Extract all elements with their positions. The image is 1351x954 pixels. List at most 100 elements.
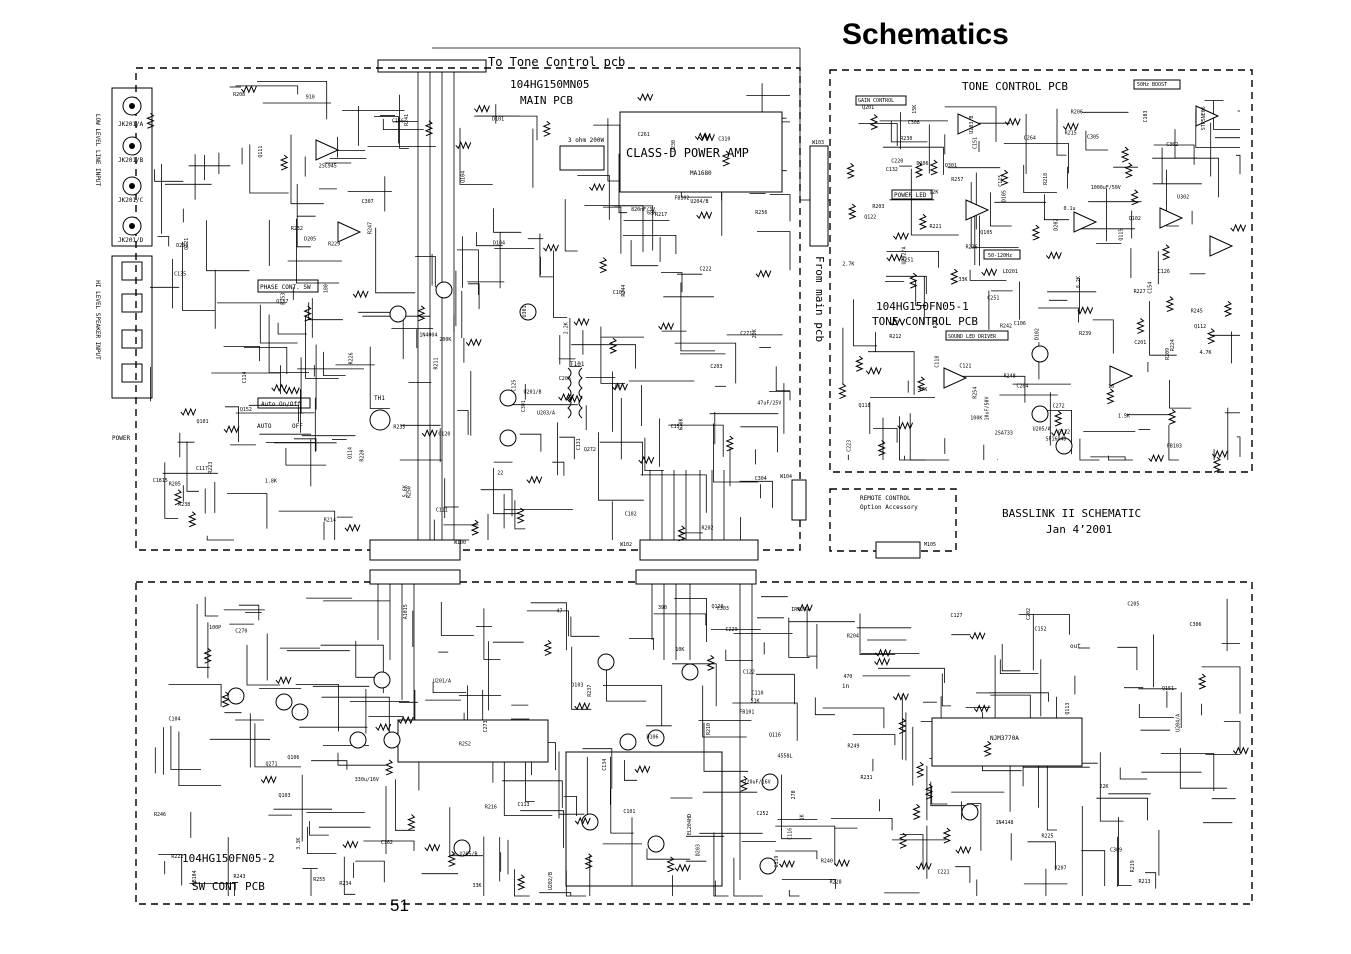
svg-text:0.1u: 0.1u [1064,206,1076,212]
amp-label: CLASS-D POWER AMP [626,146,749,160]
svg-text:R253: R253 [280,293,286,305]
svg-text:R209: R209 [1165,348,1171,360]
svg-text:C305: C305 [1087,135,1099,141]
svg-text:R225: R225 [1042,834,1054,840]
svg-text:Q111: Q111 [258,146,264,158]
svg-text:C102: C102 [625,511,637,517]
svg-text:R230: R230 [900,136,912,142]
svg-text:C204: C204 [1017,383,1029,389]
svg-text:R218: R218 [1043,173,1049,185]
svg-text:D206: D206 [917,161,929,167]
svg-text:R241: R241 [404,114,410,126]
svg-text:C103: C103 [1143,110,1149,122]
bottom-connector-right [639,539,759,561]
svg-text:C310: C310 [718,136,730,142]
svg-text:U201/A: U201/A [433,678,451,684]
svg-text:10uF/50V: 10uF/50V [984,396,990,420]
svg-text:R246: R246 [154,812,166,818]
amp-part: MA1680 [690,170,712,177]
freq-box [983,249,1021,260]
svg-text:33K: 33K [473,883,482,889]
svg-text:C308: C308 [908,120,920,126]
svg-text:C131: C131 [576,438,582,450]
svg-text:1000uF/50V: 1000uF/50V [1091,185,1121,191]
svg-text:R248: R248 [1004,374,1016,380]
svg-text:Q112: Q112 [1194,324,1206,330]
svg-text:390: 390 [658,605,667,611]
tone-board-id: 104HG150FN05-1 [876,300,969,313]
freq-label: 50-120Hz [988,253,1012,259]
svg-text:R257: R257 [951,177,963,183]
svg-text:U204/A: U204/A [1175,714,1181,732]
svg-text:C202: C202 [1026,608,1032,620]
svg-text:8.2K: 8.2K [1076,276,1082,288]
svg-text:C134: C134 [602,759,608,771]
svg-text:U205/A: U205/A [1033,427,1051,433]
svg-text:C120: C120 [438,432,450,438]
svg-text:10: 10 [1108,384,1114,390]
power-label: POWER [112,435,130,442]
power-led-label: POWER LED [894,192,927,199]
svg-text:Q113: Q113 [1065,703,1071,715]
sw-connector-right [635,569,757,585]
svg-text:Q122: Q122 [864,214,876,220]
svg-text:U201/B: U201/B [524,389,542,395]
svg-text:D102: D102 [1034,328,1040,340]
tone-in-connector [809,145,829,247]
svg-text:47K: 47K [918,387,927,393]
svg-text:C220: C220 [891,158,903,164]
svg-text:U301: U301 [522,305,528,317]
svg-text:D101: D101 [492,116,504,122]
svg-text:C206: C206 [559,376,571,382]
svg-text:R240: R240 [821,859,833,865]
svg-text:Q114: Q114 [348,447,354,459]
svg-text:C151: C151 [972,137,978,149]
sw-ic-block [397,719,549,763]
svg-text:R216: R216 [485,805,497,811]
to-tone-label: To Tone Control pcb [488,55,625,69]
svg-text:U205/B: U205/B [460,852,478,858]
svg-text:1.8K: 1.8K [265,479,277,485]
svg-text:C229: C229 [726,627,738,633]
svg-text:R236: R236 [966,244,978,250]
svg-text:C132: C132 [886,167,898,173]
svg-text:U302: U302 [1177,194,1189,200]
jack-c-label: JK201/C [118,197,144,204]
svg-text:22K: 22K [1100,784,1109,790]
gain-label: GAIN CONTROL [858,98,894,104]
svg-text:820nF/3V: 820nF/3V [631,207,655,213]
svg-text:D203: D203 [696,844,702,856]
svg-text:C105: C105 [613,290,625,296]
auto-onoff-box [257,397,311,409]
thermal-sensor [369,409,391,431]
boost-label: 50Hz BOOST [1137,82,1167,88]
svg-text:FB103: FB103 [1167,443,1182,449]
svg-text:R233: R233 [933,316,939,328]
svg-text:Q121: Q121 [184,238,190,250]
svg-text:R227: R227 [1134,289,1146,295]
from-main-label: From main pcb [813,256,826,342]
njm-ic-label: NJM3770A [990,735,1019,742]
svg-text:100K: 100K [970,416,982,422]
svg-text:Q104: Q104 [460,171,466,183]
svg-text:20K: 20K [752,329,758,338]
svg-text:D103: D103 [571,683,583,689]
svg-text:D105: D105 [1001,190,1007,202]
svg-text:R238: R238 [178,502,190,508]
svg-text:C221: C221 [938,870,950,876]
svg-text:R210: R210 [706,723,712,735]
svg-text:Q271: Q271 [266,762,278,768]
transformer-label: T101 [570,361,585,368]
svg-text:C271: C271 [740,331,752,337]
hi-input-label: HI LEVEL SPEAKER INPUT [94,280,101,360]
svg-text:C106: C106 [1014,321,1026,327]
speaker-box [559,145,605,171]
svg-text:R203: R203 [872,204,884,210]
svg-text:C117: C117 [196,466,208,472]
svg-text:R214: R214 [324,518,336,524]
svg-text:C126: C126 [1158,269,1170,275]
njm-ic-block [931,717,1083,767]
svg-text:22: 22 [497,471,503,477]
jack-d-label: JK201/D [118,237,144,244]
